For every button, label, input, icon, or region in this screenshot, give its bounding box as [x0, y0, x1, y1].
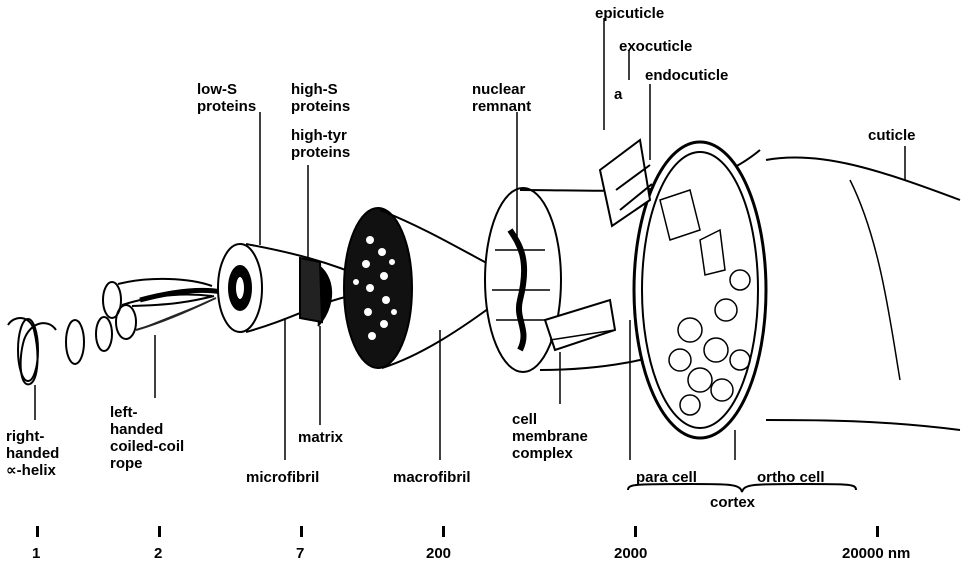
- right-handed-line-2: handed: [6, 445, 59, 462]
- alpha-helix-drawing: [8, 317, 112, 384]
- scale-value-7: 7: [296, 545, 304, 562]
- right-handed-alpha-helix-label: right- handed ∝-helix: [6, 428, 59, 479]
- scale-value-2: 2: [154, 545, 162, 562]
- scale-value-2000: 2000: [614, 545, 647, 562]
- high-s-proteins-label: high-S proteins: [291, 81, 350, 115]
- exocuticle-label: exocuticle: [619, 38, 692, 55]
- left-handed-line-2: handed: [110, 421, 184, 438]
- ortho-cell-label: ortho cell: [757, 469, 825, 486]
- a-label: a: [614, 86, 622, 103]
- scale-tick-5: [634, 526, 637, 537]
- low-s-line-2: proteins: [197, 98, 256, 115]
- left-handed-line-1: left-: [110, 404, 184, 421]
- scale-tick-4: [442, 526, 445, 537]
- epicuticle-label: epicuticle: [595, 5, 664, 22]
- high-s-line-1: high-S: [291, 81, 350, 98]
- endocuticle-label: endocuticle: [645, 67, 728, 84]
- cell-membrane-line-3: complex: [512, 445, 588, 462]
- left-handed-line-4: rope: [110, 455, 184, 472]
- right-handed-line-1: right-: [6, 428, 59, 445]
- cell-membrane-complex-label: cell membrane complex: [512, 411, 588, 462]
- high-tyr-line-2: proteins: [291, 144, 350, 161]
- scale-value-20000-nm: 20000 nm: [842, 545, 910, 562]
- cell-membrane-line-1: cell: [512, 411, 588, 428]
- nuclear-remnant-label: nuclear remnant: [472, 81, 531, 115]
- scale-value-1: 1: [32, 545, 40, 562]
- cuticle-label: cuticle: [868, 127, 916, 144]
- scale-tick-1: [36, 526, 39, 537]
- macrofibril-drawing: [344, 208, 500, 368]
- high-tyr-proteins-label: high-tyr proteins: [291, 127, 350, 161]
- leader-lines: [35, 18, 905, 460]
- microfibril-label: microfibril: [246, 469, 319, 486]
- cell-membrane-line-2: membrane: [512, 428, 588, 445]
- low-s-line-1: low-S: [197, 81, 256, 98]
- matrix-label: matrix: [298, 429, 343, 446]
- left-handed-coiled-coil-label: left- handed coiled-coil rope: [110, 404, 184, 472]
- scale-value-200: 200: [426, 545, 451, 562]
- coiled-coil-rope-drawing: [103, 279, 222, 339]
- scale-tick-2: [158, 526, 161, 537]
- high-tyr-line-1: high-tyr: [291, 127, 350, 144]
- high-s-line-2: proteins: [291, 98, 350, 115]
- left-handed-line-3: coiled-coil: [110, 438, 184, 455]
- para-cell-label: para cell: [636, 469, 697, 486]
- low-s-proteins-label: low-S proteins: [197, 81, 256, 115]
- nuclear-line-1: nuclear: [472, 81, 531, 98]
- cortex-label: cortex: [710, 494, 755, 511]
- scale-tick-6: [876, 526, 879, 537]
- nuclear-line-2: remnant: [472, 98, 531, 115]
- cortex-drawing: [600, 140, 960, 438]
- right-handed-line-3: ∝-helix: [6, 462, 59, 479]
- macrofibril-label: macrofibril: [393, 469, 471, 486]
- scale-tick-3: [300, 526, 303, 537]
